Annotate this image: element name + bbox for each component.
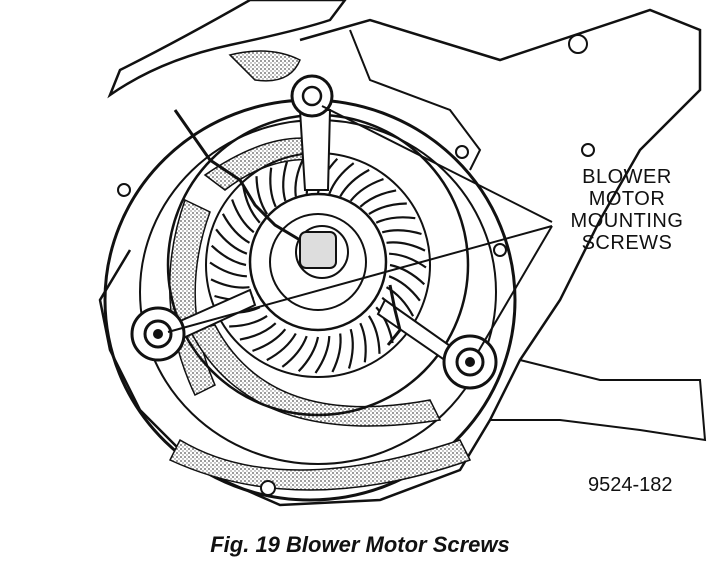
fan-blade <box>255 176 269 215</box>
callout-line: MOUNTING <box>570 210 684 232</box>
fan-blade <box>266 332 297 362</box>
fan-blade <box>294 157 305 197</box>
leader-line-top-screw <box>321 105 553 223</box>
fan-blade <box>359 322 367 363</box>
housing-fastener-mid <box>493 243 507 257</box>
mounting-bracket-top <box>298 109 332 191</box>
fan-blade <box>331 333 342 373</box>
callout-line: MOTOR <box>588 188 666 210</box>
fan-blade <box>252 328 287 352</box>
mounting-screw-top <box>290 74 334 118</box>
fan-blade <box>389 263 426 286</box>
housing-fastener-top-right <box>568 34 588 54</box>
fan-blade <box>215 228 248 255</box>
wire-hook <box>173 109 402 346</box>
mounting-screw-right <box>442 334 498 390</box>
fan-blade <box>239 322 277 341</box>
fan-blade <box>314 336 331 374</box>
housing-right-panel <box>490 359 707 442</box>
fan-blade <box>269 167 277 208</box>
fan-blade <box>381 229 422 236</box>
housing-base-shading <box>168 438 472 491</box>
fan-blade <box>339 168 370 198</box>
fan-blade <box>210 278 250 289</box>
fan-blade <box>385 286 415 317</box>
fan-blade <box>229 314 268 328</box>
hand <box>107 0 347 99</box>
fan-blade <box>221 213 251 244</box>
fan-blade <box>375 216 416 224</box>
leader-line-right-screw <box>477 225 553 353</box>
gasket-bottom <box>188 324 442 427</box>
fan-blade <box>368 202 407 216</box>
mounting-screw-left <box>130 306 186 362</box>
fan-blade <box>388 275 421 302</box>
callout-line: BLOWER <box>582 166 672 188</box>
fan-blade <box>242 186 261 224</box>
fan-blade <box>347 328 354 369</box>
fan-blade <box>359 189 397 208</box>
motor-hub-mid <box>269 213 367 311</box>
fan-blade <box>209 261 247 278</box>
fan-blade <box>349 178 384 202</box>
callout-line: SCREWS <box>581 232 673 254</box>
part-number: 9524-182 <box>588 474 673 496</box>
leader-line-left-screw <box>167 225 553 333</box>
fan-blade <box>328 162 355 195</box>
housing-fastener-left <box>117 183 131 197</box>
fan-blade <box>231 199 255 234</box>
fan-blade <box>210 244 247 267</box>
fan-blade <box>386 241 426 252</box>
finger-shading <box>228 50 301 82</box>
fan-blade <box>367 315 381 354</box>
callout-label: BLOWER MOTOR MOUNTING SCREWS <box>552 166 702 254</box>
housing-fastener-right <box>581 143 595 157</box>
fan-blade <box>297 336 320 373</box>
housing-fastener-top <box>455 145 469 159</box>
fan-blade <box>282 161 289 202</box>
fan-blade <box>281 335 308 368</box>
motor-shaft <box>299 231 337 269</box>
housing-fastener-bottom <box>260 480 276 496</box>
figure-caption: Fig. 19 Blower Motor Screws <box>210 532 510 557</box>
housing-top-flange <box>349 29 482 171</box>
fan-blade <box>389 252 427 269</box>
